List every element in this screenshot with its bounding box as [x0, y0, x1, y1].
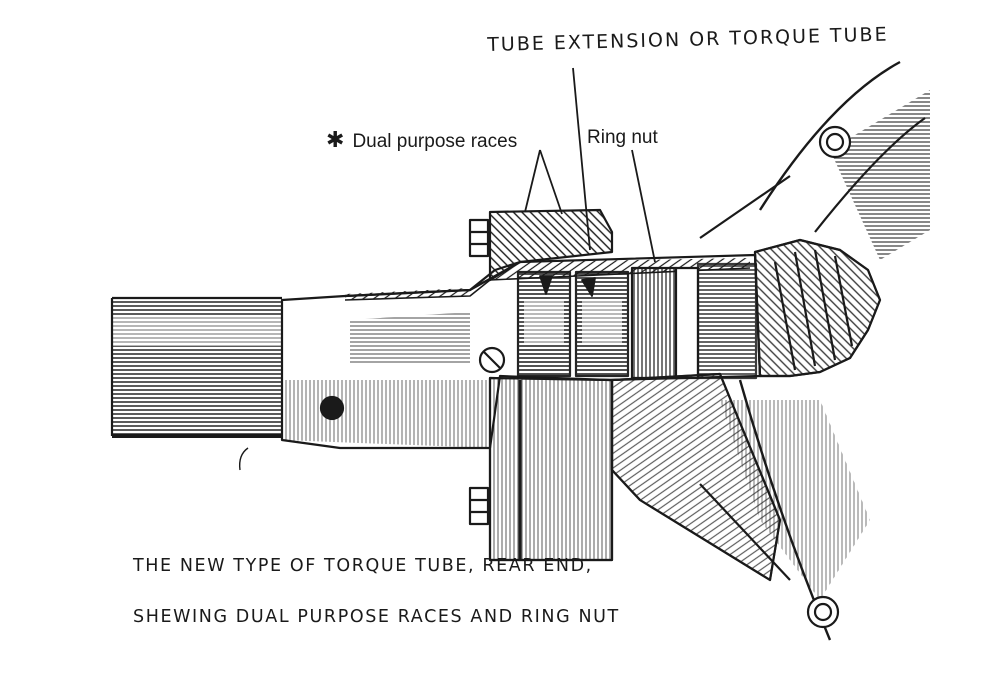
dual-purpose-races-label: ✱ Dual purpose races	[326, 127, 517, 153]
races-text: Dual purpose races	[352, 131, 518, 152]
flange-bottom	[468, 376, 614, 562]
leader-lines	[524, 67, 656, 297]
flange-top	[468, 208, 614, 282]
shaft-tube	[110, 296, 282, 438]
ring-nut	[630, 262, 758, 380]
dual-purpose-races	[516, 270, 630, 378]
leader-tube-extension	[572, 67, 591, 251]
ring-nut-label: Ring nut	[587, 127, 658, 148]
leader-races-1	[524, 149, 541, 213]
leader-ring-nut	[631, 149, 656, 263]
pinion-gear	[753, 238, 882, 378]
stray-mark	[238, 447, 249, 471]
leader-races-2	[539, 149, 563, 215]
crown-wheel	[699, 60, 930, 641]
caption-line-1: THE NEW TYPE OF TORQUE TUBE, REAR END,	[133, 556, 593, 576]
asterisk-icon: ✱	[326, 127, 345, 152]
caption-line-2: SHEWING DUAL PURPOSE RACES AND RING NUT	[133, 607, 620, 627]
